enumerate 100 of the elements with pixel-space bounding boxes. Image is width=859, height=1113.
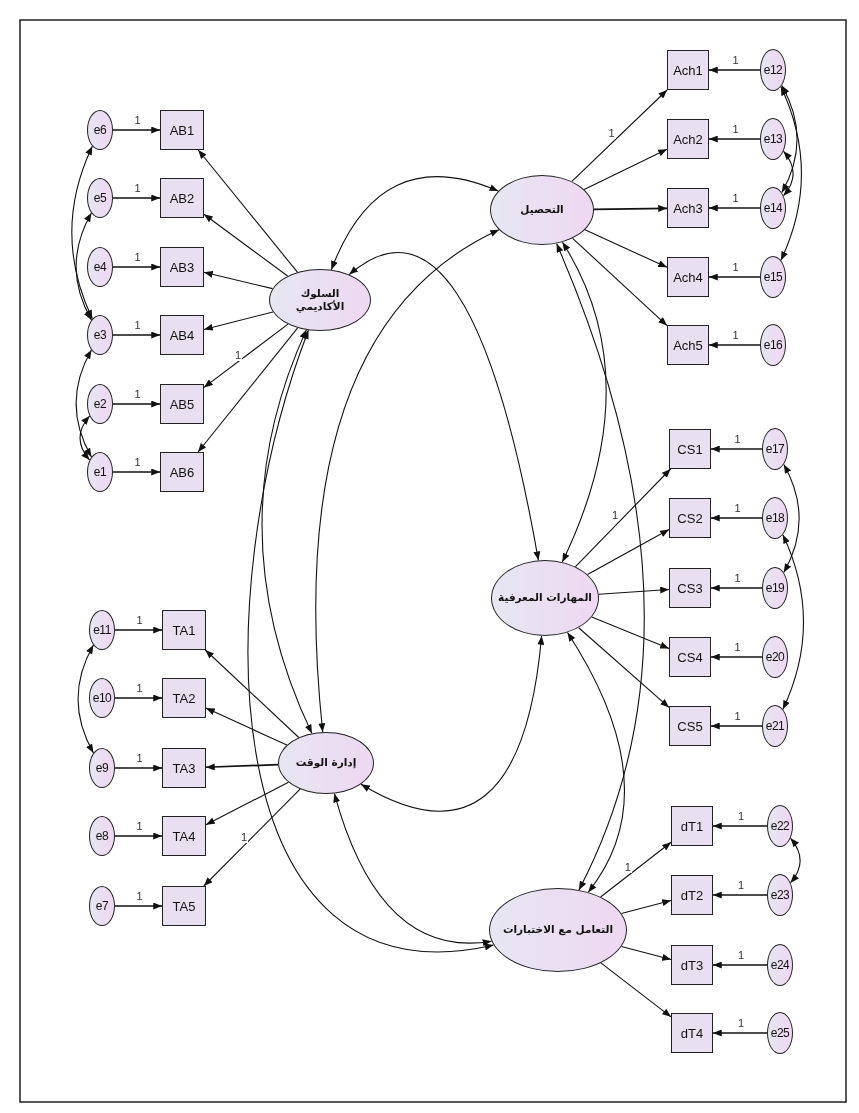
- edge-label: 1: [239, 831, 249, 843]
- error-term-ellipse: e22: [767, 805, 793, 847]
- edge-label: 1: [623, 861, 632, 873]
- error-term-ellipse: e23: [767, 874, 793, 916]
- path-arrow: [583, 148, 668, 191]
- edge-label: 1: [733, 503, 742, 514]
- error-term-ellipse: e17: [762, 428, 788, 470]
- path-arrow: [710, 653, 763, 661]
- observed-variable-box: dT2: [671, 875, 713, 915]
- error-term-ellipse: e20: [762, 636, 788, 678]
- error-term-ellipse: e10: [89, 678, 115, 718]
- path-arrow: [205, 763, 279, 771]
- edge-label: 1: [133, 183, 142, 194]
- path-arrow: [708, 135, 761, 143]
- latent-variable-ellipse: التحصيل: [490, 175, 594, 245]
- observed-variable-box: Ach4: [667, 257, 709, 297]
- error-term-ellipse: e3: [87, 315, 113, 355]
- path-arrow: [112, 468, 161, 476]
- covariance-arrow: [71, 145, 93, 320]
- edge-label: 1: [607, 127, 616, 139]
- error-term-ellipse: e16: [760, 324, 786, 366]
- covariance-arrow: [783, 150, 794, 197]
- latent-variable-ellipse: إدارة الوقت: [278, 732, 374, 794]
- path-arrow: [712, 961, 768, 969]
- latent-variable-ellipse: المهارات المعرفية: [491, 560, 599, 636]
- observed-variable-box: CS3: [669, 568, 711, 608]
- edge-label: 1: [737, 811, 746, 822]
- observed-variable-box: AB2: [160, 178, 204, 218]
- covariance-arrow: [348, 252, 541, 561]
- path-arrow: [574, 468, 672, 568]
- path-arrow: [197, 149, 298, 273]
- path-arrow: [114, 902, 163, 910]
- path-arrow: [572, 237, 668, 327]
- observed-variable-box: TA2: [162, 678, 206, 718]
- path-arrow: [203, 323, 289, 388]
- observed-variable-box: Ach5: [667, 325, 709, 365]
- path-arrow: [591, 616, 670, 649]
- error-term-ellipse: e6: [87, 110, 113, 150]
- error-term-ellipse: e4: [87, 247, 113, 287]
- path-arrow: [112, 263, 161, 271]
- covariance-arrow: [790, 837, 801, 884]
- edge-label: 1: [733, 573, 742, 584]
- edge-label: 1: [234, 349, 243, 361]
- edge-label: 1: [133, 115, 142, 126]
- path-arrow: [571, 89, 668, 182]
- error-term-ellipse: e25: [767, 1012, 793, 1054]
- covariance-arrow: [330, 176, 499, 271]
- covariance-arrow: [333, 793, 493, 946]
- edge-label: 1: [133, 389, 142, 400]
- observed-variable-box: AB4: [160, 315, 204, 355]
- edge-label: 1: [733, 642, 742, 653]
- path-arrow: [114, 832, 163, 840]
- observed-variable-box: AB6: [160, 452, 204, 492]
- path-arrow: [710, 445, 763, 453]
- path-arrow: [203, 270, 274, 290]
- observed-variable-box: CS5: [669, 706, 711, 746]
- latent-variable-ellipse: السلوك الأكاديمي: [269, 269, 371, 331]
- path-arrow: [578, 627, 670, 708]
- covariance-arrow: [780, 86, 802, 261]
- latent-variable-ellipse: التعامل مع الاختبارات: [489, 888, 627, 972]
- observed-variable-box: Ach1: [667, 50, 709, 90]
- edge-label: 1: [731, 193, 740, 204]
- error-term-ellipse: e14: [760, 187, 786, 229]
- path-arrow: [712, 822, 768, 830]
- path-arrow: [586, 529, 670, 576]
- edge-label: 1: [733, 711, 742, 722]
- observed-variable-box: dT1: [671, 806, 713, 846]
- error-term-ellipse: e7: [89, 886, 115, 926]
- observed-variable-box: CS2: [669, 498, 711, 538]
- path-arrow: [112, 400, 161, 408]
- path-arrow: [708, 66, 761, 74]
- path-arrow: [708, 273, 761, 281]
- edge-label: 1: [731, 262, 740, 273]
- covariance-arrow: [783, 463, 800, 574]
- error-term-ellipse: e9: [89, 748, 115, 788]
- covariance-arrow: [75, 349, 92, 458]
- error-term-ellipse: e11: [89, 610, 115, 650]
- path-arrow: [204, 649, 300, 739]
- error-term-ellipse: e12: [760, 49, 786, 91]
- path-arrow: [114, 764, 163, 772]
- observed-variable-box: dT3: [671, 945, 713, 985]
- path-arrow: [708, 204, 761, 212]
- observed-variable-box: TA3: [162, 748, 206, 788]
- path-arrow: [114, 626, 163, 634]
- observed-variable-box: AB1: [160, 110, 204, 150]
- covariance-arrow: [556, 243, 645, 891]
- path-arrow: [112, 126, 161, 134]
- error-term-ellipse: e2: [87, 384, 113, 424]
- path-arrow: [203, 213, 289, 277]
- covariance-arrow: [261, 329, 313, 734]
- edge-label: 1: [135, 615, 144, 626]
- path-arrow: [114, 694, 163, 702]
- edge-label: 1: [737, 1018, 746, 1029]
- covariance-arrow: [77, 644, 94, 754]
- covariance-arrow: [315, 229, 500, 733]
- edge-label: 1: [133, 320, 142, 331]
- edge-label: 1: [135, 891, 144, 902]
- covariance-arrow: [248, 329, 495, 953]
- edge-label: 1: [737, 950, 746, 961]
- observed-variable-box: CS1: [669, 429, 711, 469]
